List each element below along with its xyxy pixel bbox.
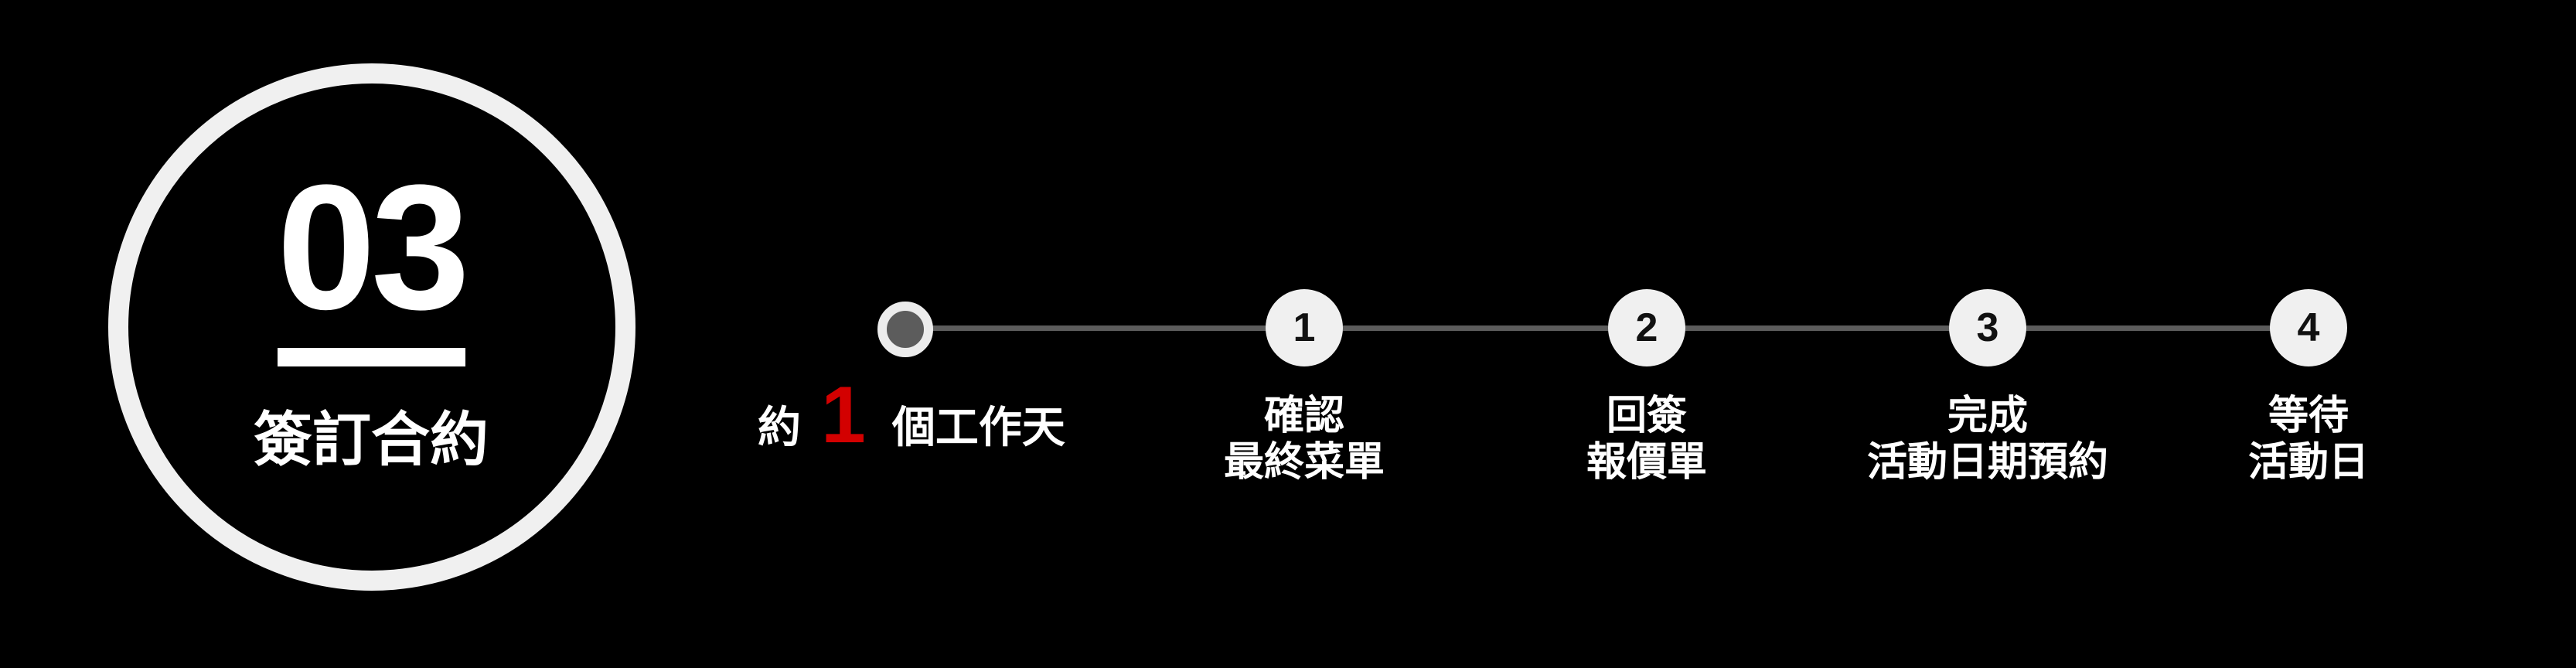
timeline-label-3-line1: 完成	[1947, 393, 2028, 439]
step-number: 03	[277, 148, 470, 346]
step-number-underline	[278, 348, 465, 366]
timeline-node-1: 1	[1266, 289, 1343, 366]
timeline-start-dot	[877, 302, 933, 357]
step-title: 簽訂合約	[254, 405, 489, 474]
timeline-label-4-line1: 等待	[2268, 393, 2349, 439]
timeline-label-1-line2: 最終菜單	[1223, 439, 1385, 486]
timeline-label-3-line2: 活動日期預約	[1866, 439, 2108, 486]
timeline-label-3: 完成 活動日期預約	[1794, 393, 2181, 486]
timeline-label-2-line1: 回簽	[1606, 393, 1687, 439]
timeline-node-3: 3	[1949, 289, 2026, 366]
timeline-label-4: 等待 活動日	[2154, 393, 2463, 486]
timeline-label-1-line1: 確認	[1263, 393, 1344, 439]
timeline-connector-line	[905, 325, 2310, 331]
timeline-node-4: 4	[2270, 289, 2347, 366]
duration-value: 1	[821, 370, 866, 460]
duration-suffix: 個工作天	[891, 403, 1065, 453]
timeline-label-1: 確認 最終菜單	[1150, 393, 1459, 486]
timeline-label-2-line2: 報價單	[1586, 439, 1707, 486]
timeline-label-2: 回簽 報價單	[1492, 393, 1801, 486]
duration-prefix: 約	[758, 403, 801, 453]
timeline-label-4-line2: 活動日	[2247, 439, 2369, 486]
timeline-node-2: 2	[1608, 289, 1685, 366]
